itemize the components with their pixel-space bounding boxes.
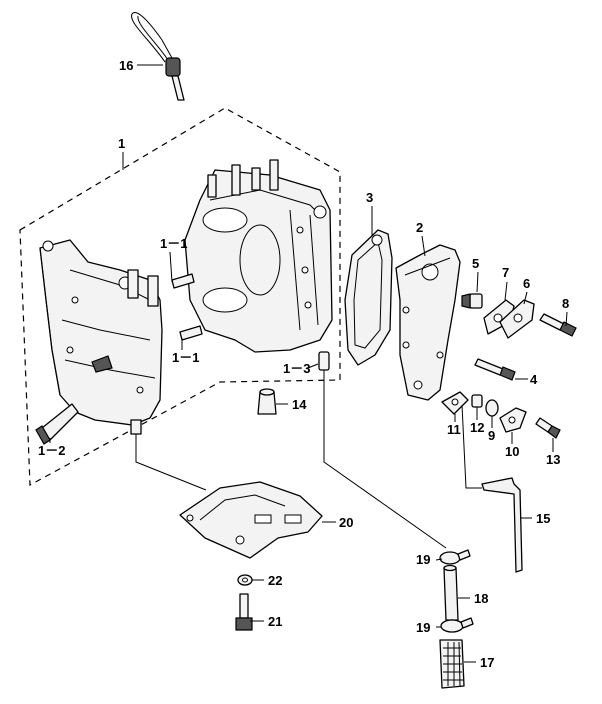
callout-1-1-lower: 1－1 xyxy=(172,350,199,365)
crankcase-part xyxy=(39,239,163,435)
callout-19-lower: 19 xyxy=(416,620,430,635)
cylinder-block-assembly-boundary xyxy=(19,107,341,486)
callout-7: 7 xyxy=(502,265,509,280)
callout-13: 13 xyxy=(546,452,560,467)
dipstick-part xyxy=(131,12,185,101)
bolt-part-8 xyxy=(539,313,577,337)
bolt-1-2-part xyxy=(35,403,79,445)
callout-11: 11 xyxy=(447,422,461,437)
callout-2: 2 xyxy=(416,220,423,235)
fitting-part-12 xyxy=(471,394,483,408)
callout-15: 15 xyxy=(536,511,550,526)
callout-3: 3 xyxy=(366,190,373,205)
bolt-part-21 xyxy=(235,593,253,631)
clamp-part-19-lower xyxy=(440,617,474,633)
callout-1: 1 xyxy=(118,136,125,151)
callout-labels: 16 1 3 2 5 7 6 8 1－1 1－1 1－3 4 14 11 12 … xyxy=(38,58,569,670)
sleeve-1-3-part xyxy=(318,351,330,371)
dowel-pin-upper xyxy=(171,273,195,289)
callout-8: 8 xyxy=(562,296,569,311)
gasket-part-3 xyxy=(344,229,393,366)
callout-21: 21 xyxy=(268,614,282,629)
hose-part-15 xyxy=(481,477,523,573)
callout-17: 17 xyxy=(480,655,494,670)
washer-part-9 xyxy=(485,399,499,417)
hose-part-18 xyxy=(443,564,459,621)
callout-6: 6 xyxy=(523,276,530,291)
dowel-pin-lower xyxy=(179,325,203,341)
fitting-part-5 xyxy=(461,293,483,309)
part-14-cap xyxy=(257,388,277,415)
callout-4: 4 xyxy=(530,372,538,387)
filter-part-17 xyxy=(439,639,465,689)
callout-5: 5 xyxy=(472,256,479,271)
exhaust-cover-part-2 xyxy=(395,244,461,401)
gasket-part-20 xyxy=(179,481,323,559)
callout-9: 9 xyxy=(488,428,495,443)
cover-part-10 xyxy=(499,407,527,433)
bolt-part-13 xyxy=(535,417,561,439)
cylinder-block-part xyxy=(184,159,333,353)
callout-12: 12 xyxy=(470,420,484,435)
clamp-part-19-upper xyxy=(439,549,471,565)
gasket-part-7 xyxy=(483,299,515,335)
callout-16: 16 xyxy=(119,58,133,73)
callout-10: 10 xyxy=(505,444,519,459)
callout-19-upper: 19 xyxy=(416,552,430,567)
gasket-part-11 xyxy=(441,391,469,415)
leader-lines xyxy=(49,64,568,663)
callout-18: 18 xyxy=(474,591,488,606)
washer-part-22 xyxy=(237,574,253,586)
callout-22: 22 xyxy=(268,573,282,588)
cover-part-6 xyxy=(499,299,535,339)
callout-14: 14 xyxy=(292,397,307,412)
callout-1-1-upper: 1－1 xyxy=(160,236,187,251)
callout-20: 20 xyxy=(339,515,353,530)
callout-1-3: 1－3 xyxy=(283,361,310,376)
bolt-part-4 xyxy=(474,358,516,381)
callout-1-2: 1－2 xyxy=(38,443,65,458)
